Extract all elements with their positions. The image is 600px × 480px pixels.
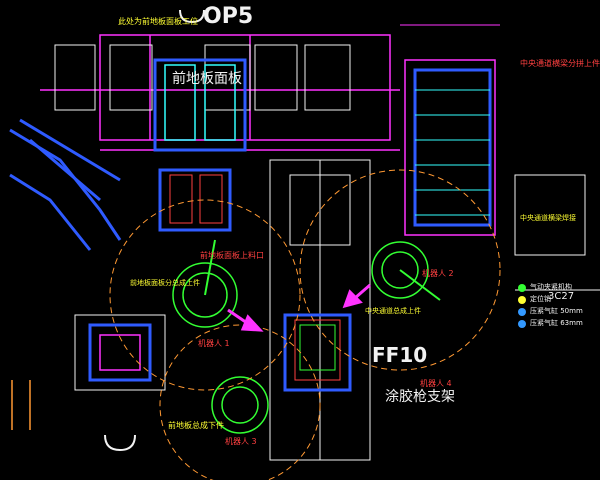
top-fixture-frame xyxy=(40,34,400,151)
note-center-box2: 中央通道总成上件 xyxy=(365,307,421,315)
note-right-mid: 中央通道横梁焊接 xyxy=(520,214,576,222)
robot-tag-d: 机器人 4 xyxy=(420,379,452,388)
robot-arms xyxy=(204,239,441,301)
legend-item-3: 压紧气缸 63mm xyxy=(530,319,583,327)
robot-tag-b: 机器人 2 xyxy=(422,269,454,278)
station-label-ff10: FF10 xyxy=(372,343,428,367)
glue-gun-bracket-label: 涂胶枪支架 xyxy=(385,389,455,405)
robot-reach-arcs xyxy=(109,169,501,480)
part-slots xyxy=(54,44,351,111)
robot-tag-a: 机器人 1 xyxy=(198,339,230,348)
station-label-op5: OP5 xyxy=(203,4,254,29)
left-conveyor xyxy=(9,118,122,251)
note-left-bottom: 前地板总成下件 xyxy=(168,421,224,430)
robot-circles xyxy=(172,241,429,434)
robot-tag-c: 机器人 3 xyxy=(225,437,257,446)
front-floor-panel-fixture xyxy=(153,58,247,232)
legend-dots xyxy=(518,284,526,328)
center-station-frame xyxy=(269,159,371,461)
left-bottom-fixture xyxy=(74,314,166,391)
legend-item-2: 压紧气缸 50mm xyxy=(530,307,583,315)
right-fixture-column xyxy=(400,24,500,236)
note-center-box: 前地板面板分总成上件 xyxy=(130,279,200,287)
note-top-right: 中央通道横梁分拼上件 xyxy=(520,59,600,68)
note-top-yellow: 此处为前地板面板工位 xyxy=(118,17,198,26)
left-edge-markers xyxy=(11,380,31,430)
note-mid-red: 前地板面板上料口 xyxy=(200,251,264,260)
flow-arrows xyxy=(227,283,371,332)
legend-item-1: 定位销 xyxy=(530,295,551,303)
legend-frame xyxy=(514,174,600,291)
dimension-label: 3C27 xyxy=(548,291,575,302)
hook-symbols xyxy=(104,9,205,452)
front-floor-panel-label: 前地板面板 xyxy=(172,71,242,87)
legend-item-0: 气动夹紧机构 xyxy=(530,283,572,291)
